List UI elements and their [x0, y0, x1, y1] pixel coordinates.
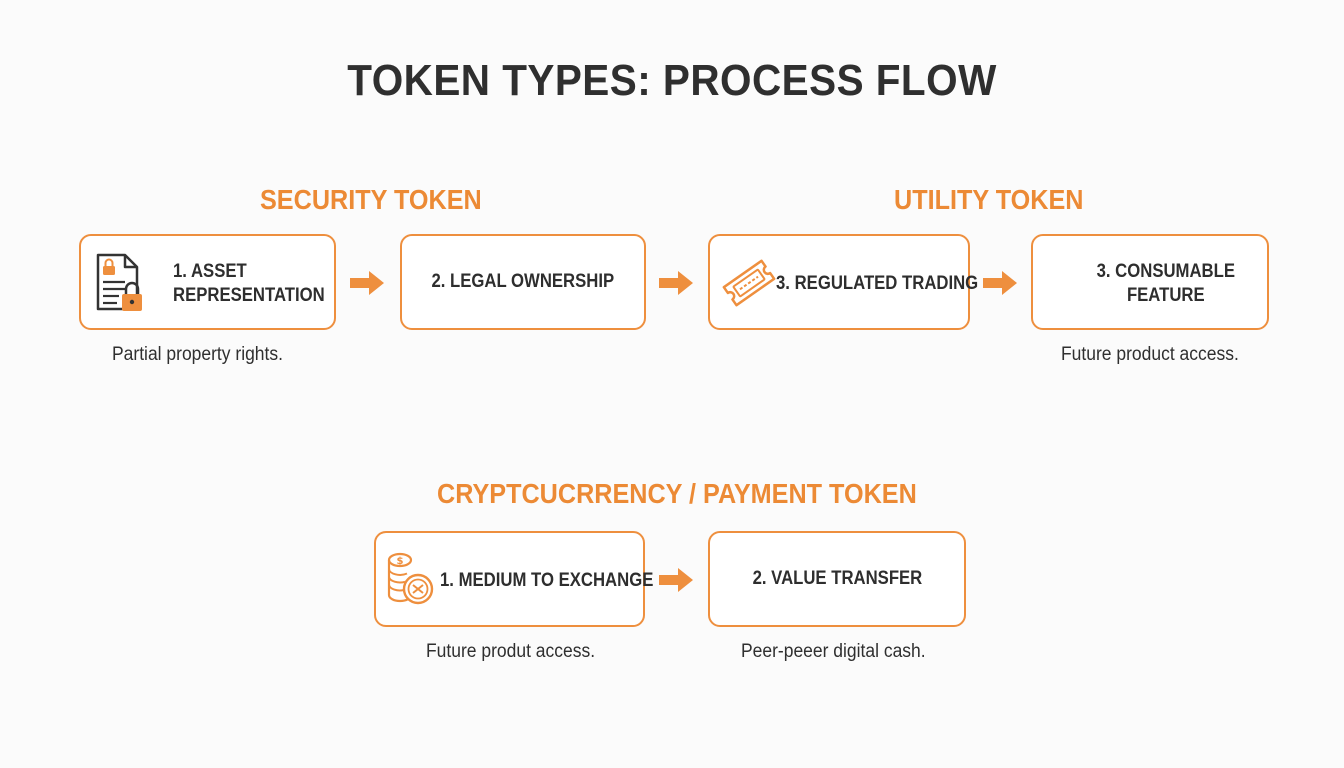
peer-cash-note: Peer-peeer digital cash. [741, 641, 926, 662]
asset-label-line2: REPRESENTATION [173, 285, 325, 306]
regulated-trading-label: 3. REGULATED TRADING [776, 273, 979, 294]
consumable-label-line2: FEATURE [1126, 285, 1205, 306]
payment-token-heading: CRYPTCUCRRENCY / PAYMENT TOKEN [437, 478, 917, 509]
arrow-right-icon [659, 271, 693, 295]
consumable-feature-label: 3. CONSUMABLE FEATURE [1091, 260, 1241, 308]
ticket-icon [722, 259, 776, 307]
future-product-note: Future product access. [1061, 344, 1239, 365]
svg-text:$: $ [397, 556, 404, 567]
arrow-right-icon [659, 568, 693, 592]
value-transfer-box: 2. VALUE TRANSFER [708, 531, 966, 627]
partial-property-note: Partial property rights. [112, 344, 283, 365]
security-token-heading: SECURITY TOKEN [260, 184, 482, 215]
medium-exchange-label: 1. MEDIUM TO EXCHANGE [440, 570, 654, 591]
consumable-label-line1: 3. CONSUMABLE [1096, 261, 1236, 282]
regulated-trading-box: 3. REGULATED TRADING [708, 234, 978, 330]
medium-exchange-box: $ 1. MEDIUM TO EXCHANGE [374, 531, 653, 627]
legal-ownership-box: 2. LEGAL OWNERSHIP [400, 234, 646, 330]
asset-representation-label: 1. ASSET REPRESENTATION [173, 260, 325, 308]
legal-ownership-label: 2. LEGAL OWNERSHIP [431, 271, 615, 292]
locked-document-icon [96, 253, 142, 311]
asset-representation-box: 1. ASSET REPRESENTATION [79, 234, 336, 330]
page-title: TOKEN TYPES: PROCESS FLOW [347, 56, 997, 105]
consumable-feature-box: 3. CONSUMABLE FEATURE [1031, 234, 1269, 330]
arrow-right-icon [350, 271, 384, 295]
arrow-right-icon [983, 271, 1017, 295]
future-produt-note: Future produt access. [426, 641, 596, 662]
asset-label-line1: 1. ASSET [173, 261, 247, 282]
value-transfer-label: 2. VALUE TRANSFER [752, 568, 922, 589]
utility-token-heading: UTILITY TOKEN [894, 184, 1084, 215]
coin-stack-icon: $ [387, 552, 434, 605]
